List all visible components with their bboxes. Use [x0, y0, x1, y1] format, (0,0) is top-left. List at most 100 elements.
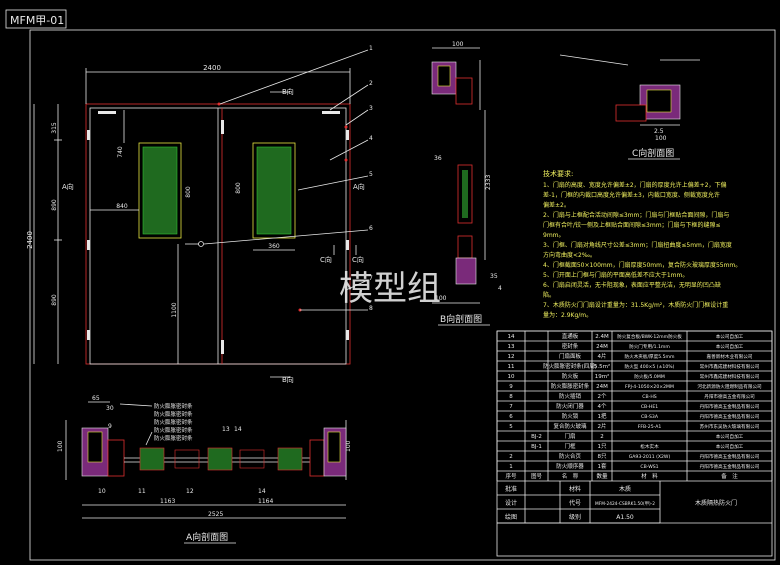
bom-seq: 2	[509, 454, 513, 460]
dim-width: 2400	[203, 64, 221, 72]
bom-qty: 4片	[598, 352, 607, 360]
tech-line: 5、门开面上门框与门扇的平面高低差不应大于1mm。	[543, 271, 688, 279]
sb-dim-100: 100	[452, 41, 464, 48]
bom-name: 直通板	[562, 332, 579, 340]
footer-scale-value: A1.50	[616, 514, 634, 521]
sa-dim-left: 1163	[160, 498, 175, 505]
bom-seq: 13	[508, 344, 515, 350]
sa-label: 防火膨胀密封条	[154, 418, 193, 426]
drawing-id: MFM甲-01	[10, 14, 64, 27]
sb-dim-2333: 2333	[485, 175, 492, 190]
tech-line: 9mm。	[543, 232, 565, 239]
tech-line: 2、门扇与上框配合活动间隙≤3mm；门扇与门框贴合面间隙，门扇与	[543, 211, 729, 219]
bom-material: 松木实木	[640, 443, 659, 450]
bom-seq: 12	[508, 354, 515, 360]
sa-callout: 13	[222, 426, 230, 433]
bom-header: 图号	[531, 472, 543, 480]
bom-remark: 本公司自加工	[716, 333, 744, 340]
tech-line: 6、门扇启闭灵活，无卡阻现象，表面应平整光洁，无明显的凹凸缺	[543, 281, 721, 289]
hinge-icon	[87, 330, 90, 340]
section-c: 2.5 100 C向剖面图	[559, 54, 700, 160]
sa-callout: 12	[186, 488, 194, 495]
bom-qty: 4个	[598, 403, 607, 410]
callout-3: 3	[369, 105, 373, 112]
bom-qty: 1把	[598, 412, 607, 420]
bom-remark: 河北新源防火阻燃制品有限公司	[697, 383, 762, 390]
dim-360: 360	[268, 243, 280, 250]
hinge-icon	[346, 130, 349, 140]
bom-header: 备 注	[721, 472, 738, 480]
bom-material: CB-HE1	[641, 404, 658, 410]
sa-label: 防火膨胀密封条	[154, 402, 193, 410]
dim-800b: 800	[235, 182, 242, 194]
bom-name: 防火闭门器	[556, 402, 584, 410]
footer-material-value: 木质	[619, 485, 631, 493]
bom-material: FFB-25-A1	[638, 424, 662, 430]
tech-line: 7、木质防火门门扇设计重量为：31.5Kg/m²，木质防火门门框设计重	[543, 301, 728, 309]
tech-heading: 技术要求:	[543, 169, 573, 178]
door-closer-icon	[322, 111, 340, 114]
hinge-icon	[346, 330, 349, 340]
callout-1: 1	[369, 45, 373, 52]
bom-remark: 丹阳市德高五金制品有限公司	[700, 453, 760, 460]
hinge-icon	[346, 240, 349, 250]
bom-name: 防火膨胀密封条	[551, 382, 590, 390]
footer-design-label: 设计	[505, 499, 517, 507]
bom-name: 门扇面板	[559, 352, 582, 360]
tech-line: 量为：2.9Kg/m。	[543, 311, 592, 319]
lock-icon	[198, 241, 204, 247]
bom-qty: 2	[600, 434, 604, 440]
view-b-bottom: B向	[282, 375, 294, 384]
tech-requirements: 技术要求: 1、门扇的高度、宽度允许偏差±2，门扇的厚度允许上偏差+2，下偏 差…	[543, 169, 741, 319]
footer-material-label: 材料	[569, 485, 581, 493]
bom-remark: 本公司自加工	[716, 443, 744, 450]
bom-remark: 本公司自加工	[716, 433, 744, 440]
sa-title: A向剖面图	[186, 531, 228, 543]
bom-material: 防火木夹板/厚度5.5mm	[625, 353, 675, 360]
bom-seq: 14	[508, 334, 515, 340]
bom-qty: 24M	[596, 344, 608, 350]
glass-panel-left-frame	[138, 142, 182, 239]
bom-remark: 丹阳市德高五金制品有限公司	[700, 463, 760, 470]
tech-line: 方向弯曲度<2‰。	[543, 251, 596, 259]
bom-header: 序号	[505, 472, 517, 480]
bom-qty: 19m²	[595, 373, 610, 380]
glass-panel-left	[142, 146, 178, 235]
bom-name: 门扇	[564, 432, 575, 440]
footer-product-name: 木质隔热防火门	[695, 499, 737, 507]
hinge-icon	[87, 130, 90, 140]
bom-seq: 11	[508, 364, 515, 370]
view-a-left: A向	[62, 182, 74, 191]
bom-material: GA93-2011 (X2W)	[629, 454, 671, 460]
callout-5: 5	[369, 171, 373, 178]
bom-name: 密封条	[562, 342, 579, 350]
sb-dim-36: 36	[434, 155, 442, 162]
bom-name: 防火板	[562, 372, 579, 380]
bom-seq: 5	[509, 424, 513, 430]
bom-drawing-no: BJ-1	[531, 444, 542, 450]
bom-qty: 2片	[598, 422, 607, 430]
sa-dim-100a: 100	[57, 440, 64, 452]
bom-remark: 常州市鑫成建材科技有限公司	[700, 363, 760, 370]
bom-remark: 常州市鑫成建材科技有限公司	[700, 373, 760, 380]
dim-1100: 1100	[171, 302, 178, 317]
bom-seq: 8	[509, 394, 513, 400]
sc-dim-25: 2.5	[654, 128, 664, 135]
bolt-icon	[221, 120, 224, 134]
bom-qty: 8只	[598, 453, 607, 460]
footer-scale-label: 级别	[569, 513, 581, 521]
footer-code-value: MFM-2424-CSBRK1.50(甲)-2	[595, 501, 655, 507]
view-c-a: C向	[320, 255, 332, 264]
bom-drawing-no: BJ-2	[531, 434, 542, 440]
view-c-b: C向	[352, 255, 364, 264]
section-a: 100 100 65 30 14 防火膨胀密封条 防火膨胀密封条 防火膨胀密封条…	[57, 395, 352, 544]
door-closer-icon	[98, 111, 116, 114]
elevation-callouts: 1 2 3 4 5 6 7 8	[203, 45, 373, 312]
bom-remark: 苏州市东吴防火玻璃有限公司	[700, 423, 760, 430]
bolt-icon	[221, 340, 224, 354]
bom-name: 防火插销	[559, 392, 582, 400]
sb-dim-35: 35	[490, 273, 498, 280]
bom-seq: 1	[509, 464, 513, 470]
sa-callout: 11	[138, 488, 146, 495]
